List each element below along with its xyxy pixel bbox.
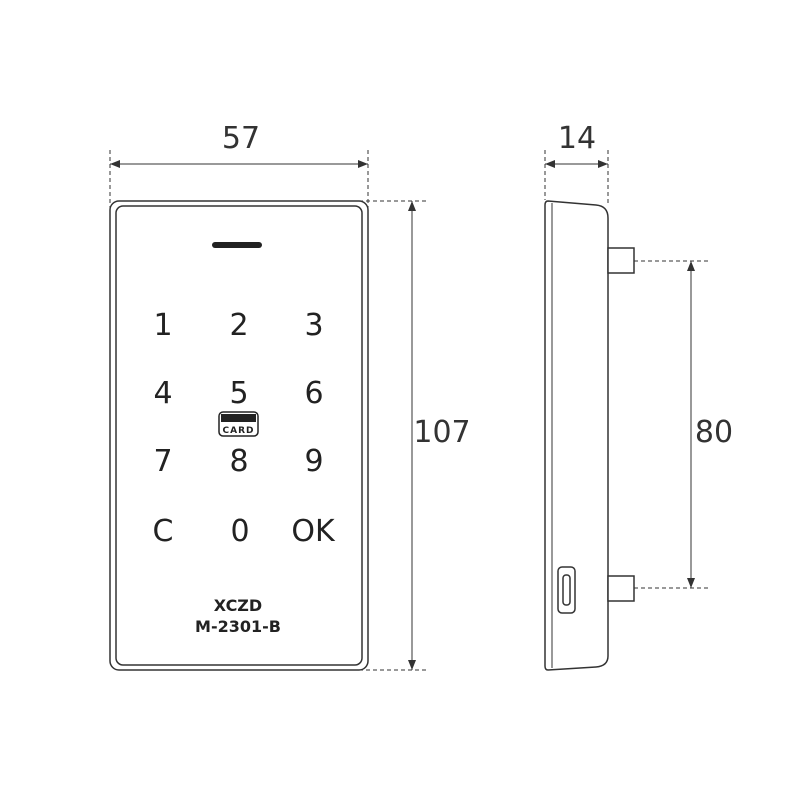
- top-latch: [607, 247, 635, 274]
- key-0[interactable]: 0: [230, 514, 249, 549]
- side-view: 14 80: [544, 121, 733, 671]
- key-2[interactable]: 2: [229, 308, 248, 343]
- depth-dimension: 14: [544, 121, 609, 205]
- front-view: 57 1 2 3 4 5 6 7 8 9 C 0 OK CARD: [109, 121, 471, 671]
- key-clear[interactable]: C: [153, 514, 174, 549]
- key-1[interactable]: 1: [153, 308, 172, 343]
- width-dimension: 57: [109, 121, 369, 322]
- side-body: [544, 200, 609, 671]
- width-label: 57: [222, 121, 260, 156]
- card-reader-icon: CARD: [218, 411, 259, 437]
- key-8[interactable]: 8: [229, 444, 248, 479]
- latch-spacing-dimension: 80: [634, 260, 733, 589]
- key-6[interactable]: 6: [304, 376, 323, 411]
- brand-name: XCZD: [214, 596, 262, 615]
- model-number: M-2301-B: [195, 617, 281, 636]
- keypad: 1 2 3 4 5 6 7 8 9 C 0 OK: [153, 308, 336, 549]
- key-5[interactable]: 5: [229, 376, 248, 411]
- usb-port-icon: [557, 566, 576, 614]
- depth-label: 14: [558, 121, 596, 156]
- card-label: CARD: [223, 426, 255, 436]
- bottom-latch: [607, 575, 635, 602]
- indicator-light: [212, 242, 262, 248]
- key-3[interactable]: 3: [304, 308, 323, 343]
- key-9[interactable]: 9: [304, 444, 323, 479]
- height-label: 107: [413, 415, 470, 450]
- key-7[interactable]: 7: [153, 444, 172, 479]
- key-ok[interactable]: OK: [291, 514, 336, 549]
- height-dimension: 107: [254, 200, 471, 671]
- key-4[interactable]: 4: [153, 376, 172, 411]
- latch-spacing-label: 80: [695, 415, 733, 450]
